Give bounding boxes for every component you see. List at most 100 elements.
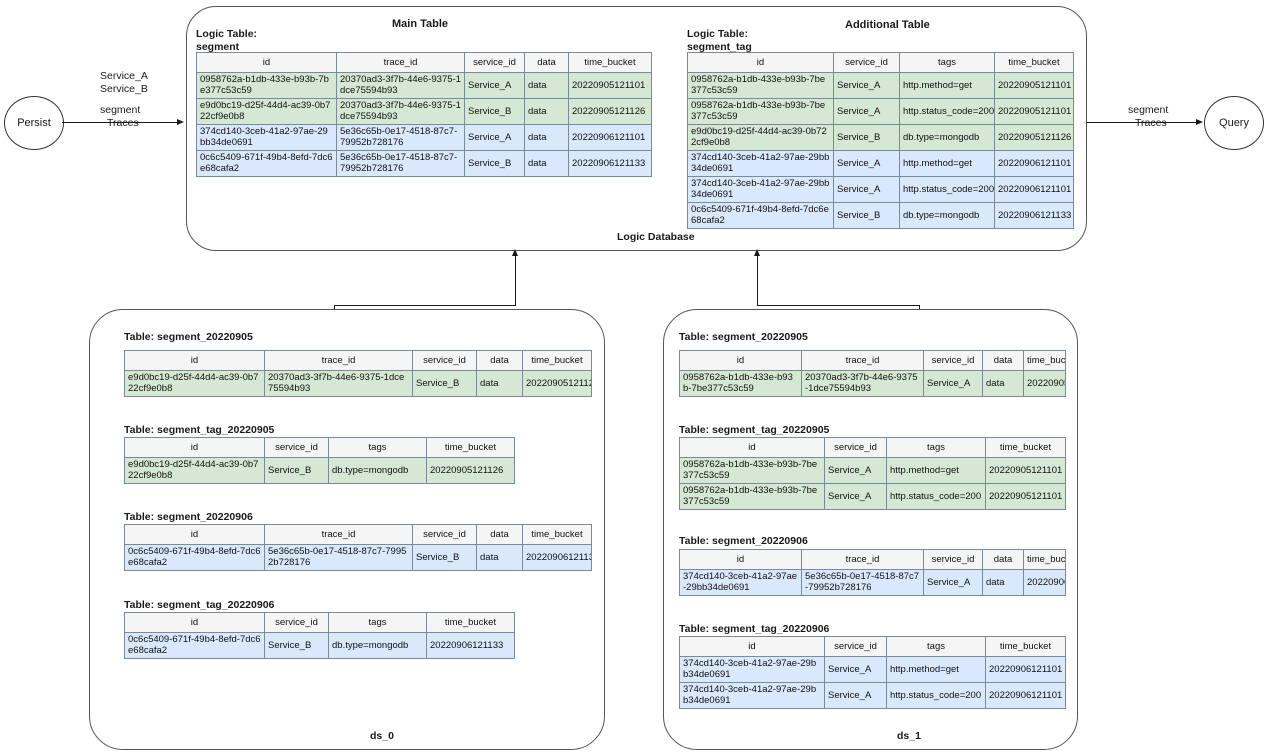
- ds1-table-1-caption: Table: segment_tag_20220905: [679, 424, 830, 436]
- cell-id: 374cd140-3ceb-41a2-97ae-29bb34de0691: [687, 150, 834, 177]
- column-header-trace_id: trace_id: [264, 524, 413, 545]
- cell-data: data: [524, 72, 569, 99]
- persist-node-label: Persist: [17, 117, 51, 129]
- column-header-data: data: [476, 350, 523, 371]
- main-table-logic-label: Logic Table: segment: [196, 28, 257, 54]
- cell-trace_id: 5e36c65b-0e17-4518-87c7-79952b728176: [801, 569, 924, 596]
- cell-time_bucket: 20220906121101: [568, 124, 652, 151]
- column-header-tags: tags: [886, 437, 986, 458]
- column-header-time_bucket: time_bucket: [522, 524, 592, 545]
- cell-service_id: Service_A: [833, 98, 900, 125]
- cell-id: 0c6c5409-671f-49b4-8efd-7dc6e68cafa2: [196, 150, 337, 177]
- cell-trace_id: 20370ad3-3f7b-44e6-9375-1dce75594b93: [336, 72, 465, 99]
- column-header-id: id: [679, 437, 825, 458]
- persist-node[interactable]: Persist: [4, 96, 64, 150]
- cell-id: 0958762a-b1db-433e-b93b-7be377c53c59: [687, 72, 834, 99]
- cell-service_id: Service_B: [833, 202, 900, 229]
- cell-id: 0958762a-b1db-433e-b93b-7be377c53c59: [679, 457, 825, 484]
- cell-service_id: Service_B: [412, 370, 477, 397]
- ds0-to-db-hline: [334, 305, 516, 307]
- cell-trace_id: 5e36c65b-0e17-4518-87c7-79952b728176: [336, 150, 465, 177]
- cell-id: 374cd140-3ceb-41a2-97ae-29bb34de0691: [196, 124, 337, 151]
- column-header-service_id: service_id: [412, 524, 477, 545]
- additional-table-logic-label-line2: segment_tag: [687, 41, 752, 53]
- cell-trace_id: 5e36c65b-0e17-4518-87c7-79952b728176: [336, 124, 465, 151]
- cell-tags: http.status_code=200: [899, 98, 995, 125]
- cell-time_bucket: 20220906121101: [1023, 569, 1066, 596]
- cell-id: 0958762a-b1db-433e-b93b-7be377c53c59: [687, 98, 834, 125]
- cell-time_bucket: 20220905121101: [994, 72, 1074, 99]
- cell-time_bucket: 20220905121101: [994, 98, 1074, 125]
- cell-time_bucket: 20220905121101: [1023, 370, 1066, 397]
- ds1-to-db-vline-left: [757, 256, 759, 306]
- column-header-time_bucket: time_bucket: [1023, 350, 1066, 371]
- cell-trace_id: 5e36c65b-0e17-4518-87c7-79952b728176: [264, 544, 413, 571]
- cell-tags: http.status_code=200: [886, 483, 986, 510]
- cell-service_id: Service_A: [923, 370, 983, 397]
- column-header-service_id: service_id: [824, 636, 887, 657]
- cell-id: 0c6c5409-671f-49b4-8efd-7dc6e68cafa2: [124, 632, 265, 659]
- column-header-trace_id: trace_id: [264, 350, 413, 371]
- column-header-id: id: [687, 52, 834, 73]
- ds1-table-2-wrapper: idtrace_idservice_iddatatime_bucket374cd…: [679, 549, 1066, 596]
- additional-table-logic-label-line1: Logic Table:: [687, 28, 749, 40]
- cell-time_bucket: 20220905121101: [985, 457, 1066, 484]
- column-header-service_id: service_id: [923, 549, 983, 570]
- cell-service_id: Service_A: [464, 72, 525, 99]
- query-node-label: Query: [1219, 117, 1249, 129]
- column-header-service_id: service_id: [464, 52, 525, 73]
- column-header-id: id: [679, 636, 825, 657]
- ds0-table-1-caption: Table: segment_tag_20220905: [124, 424, 275, 436]
- cell-time_bucket: 20220906121133: [994, 202, 1074, 229]
- column-header-service_id: service_id: [264, 437, 329, 458]
- ds1-table-2: idtrace_idservice_iddatatime_bucket374cd…: [679, 549, 1066, 596]
- cell-id: 374cd140-3ceb-41a2-97ae-29bb34de0691: [679, 569, 802, 596]
- cell-id: 374cd140-3ceb-41a2-97ae-29bb34de0691: [679, 656, 825, 683]
- query-node[interactable]: Query: [1204, 96, 1264, 150]
- cell-time_bucket: 20220906121101: [985, 682, 1066, 709]
- logic-database-label: Logic Database: [617, 231, 695, 243]
- column-header-tags: tags: [328, 612, 427, 633]
- left-edge-service-b-label: Service_B: [100, 83, 148, 95]
- cell-service_id: Service_A: [923, 569, 983, 596]
- column-header-time_bucket: time_bucket: [994, 52, 1074, 73]
- cell-data: data: [524, 124, 569, 151]
- ds0-table-3-caption: Table: segment_tag_20220906: [124, 599, 275, 611]
- column-header-id: id: [124, 612, 265, 633]
- cell-time_bucket: 20220906121101: [985, 656, 1066, 683]
- column-header-time_bucket: time_bucket: [985, 636, 1066, 657]
- main-table-logic-label-line2: segment: [196, 41, 240, 53]
- left-edge-service-a-label: Service_A: [100, 70, 148, 82]
- cell-service_id: Service_B: [464, 98, 525, 125]
- column-header-data: data: [524, 52, 569, 73]
- column-header-time_bucket: time_bucket: [568, 52, 652, 73]
- cell-service_id: Service_B: [264, 632, 329, 659]
- column-header-service_id: service_id: [824, 437, 887, 458]
- cell-id: e9d0bc19-d25f-44d4-ac39-0b722cf9e0b8: [124, 370, 265, 397]
- cell-tags: db.type=mongodb: [899, 202, 995, 229]
- db-to-query-arrowhead: [1196, 118, 1203, 125]
- cell-tags: db.type=mongodb: [328, 632, 427, 659]
- db-to-query-line: [1087, 122, 1197, 124]
- ds1-table-3-caption: Table: segment_tag_20220906: [679, 623, 830, 635]
